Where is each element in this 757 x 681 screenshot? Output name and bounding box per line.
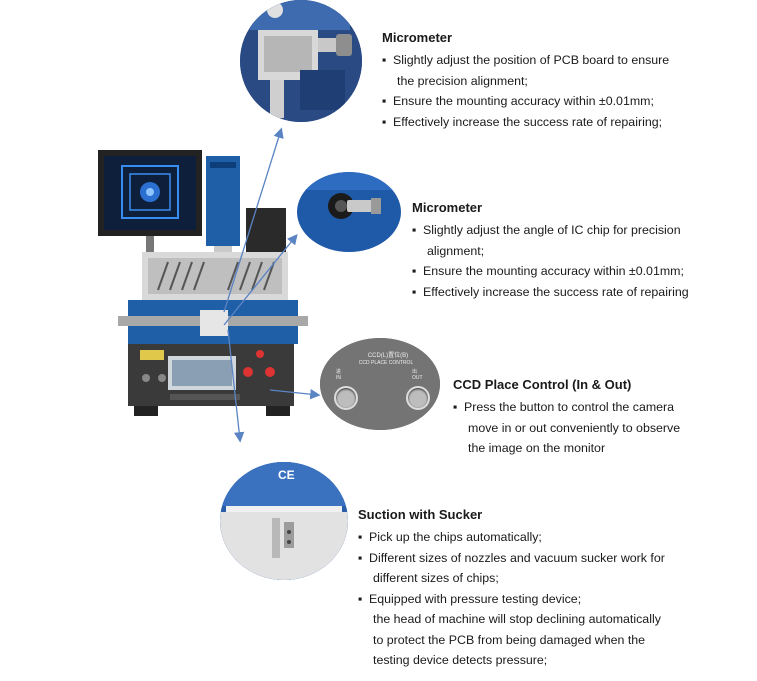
list-item: ▪ Slightly adjust the position of PCB bo…: [382, 50, 692, 91]
list-item: ▪ Effectively increase the success rate …: [412, 282, 714, 303]
list-item: ▪ Effectively increase the success rate …: [382, 112, 692, 133]
section-title: Micrometer: [382, 30, 453, 45]
list-item: ▪ Equipped with pressure testing device;: [358, 589, 686, 610]
list-item: ▪ Slightly adjust the angle of IC chip f…: [412, 220, 714, 261]
arrow-to-sucker: [227, 329, 245, 443]
ce-mark-icon: CE: [278, 468, 295, 482]
section-ccd-place-control: CCD Place Control (In & Out) ▪ Press the…: [453, 377, 713, 459]
ccd-in-button: [334, 386, 358, 410]
section-title: Suction with Sucker: [358, 507, 483, 522]
bullet-icon: ▪: [412, 223, 417, 237]
section-micrometer-ic: Micrometer ▪ Slightly adjust the angle o…: [412, 200, 714, 302]
bullet-icon: ▪: [382, 94, 387, 108]
arrow-to-micrometer-top: [223, 127, 284, 313]
list-item: ▪ Ensure the mounting accuracy within ±0…: [382, 91, 692, 112]
bullet-icon: ▪: [358, 550, 363, 565]
bullet-icon: ▪: [382, 114, 387, 129]
bullet-icon: ▪: [412, 264, 417, 278]
ccd-control-panel-photo: CCD(L)置位(B) CCD PLACE CONTROL 进 IN 出 OUT: [320, 338, 440, 430]
section-title: Micrometer: [412, 200, 483, 215]
section-title: CCD Place Control (In & Out): [453, 377, 632, 392]
micrometer-photo-middle: [297, 172, 401, 252]
arrow-to-micrometer-middle: [223, 233, 298, 326]
bullet-icon: ▪: [453, 400, 458, 414]
arrow-to-ccd-panel: [269, 389, 321, 400]
panel-title: CCD(L)置位(B): [367, 353, 409, 359]
ccd-out-button: [406, 386, 430, 410]
bullet-icon: ▪: [412, 284, 417, 299]
panel-out-label: 出 OUT: [412, 369, 423, 381]
micrometer-photo-top: [240, 0, 362, 122]
list-item: the head of machine will stop declining …: [373, 612, 661, 667]
suction-sucker-photo: CE: [220, 462, 348, 580]
panel-subtitle: CCD PLACE CONTROL: [358, 360, 414, 366]
list-item: ▪ Pick up the chips automatically;: [358, 527, 686, 548]
bga-rework-station-image: [98, 150, 308, 425]
section-suction-sucker: Suction with Sucker ▪ Pick up the chips …: [358, 507, 686, 671]
bullet-icon: ▪: [358, 530, 363, 544]
list-item: ▪ Different sizes of nozzles and vacuum …: [358, 548, 686, 589]
bullet-icon: ▪: [382, 53, 387, 67]
list-item: ▪ Press the button to control the camera…: [453, 397, 713, 459]
panel-in-label: 进 IN: [336, 369, 342, 381]
section-micrometer-pcb: Micrometer ▪ Slightly adjust the positio…: [382, 30, 692, 132]
bullet-icon: ▪: [358, 591, 363, 606]
list-item: ▪ Ensure the mounting accuracy within ±0…: [412, 261, 714, 282]
